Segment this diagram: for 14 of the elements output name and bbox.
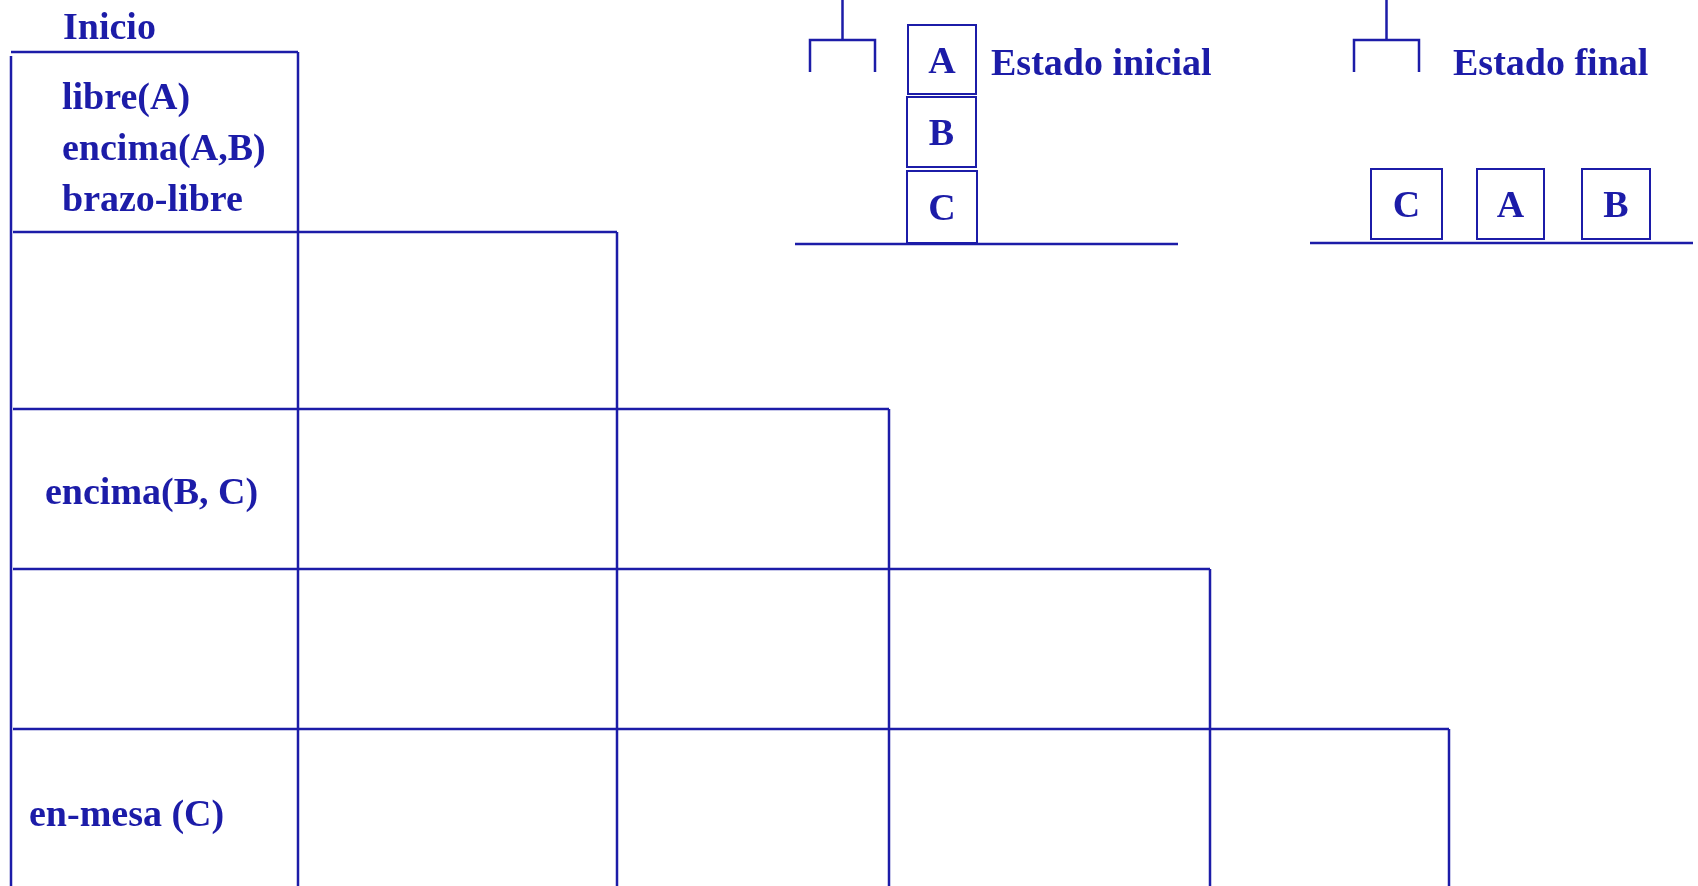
block-box: B xyxy=(1581,168,1651,240)
table-cell-text: brazo-libre xyxy=(62,176,243,220)
block-box: C xyxy=(906,170,978,244)
state-title: Estado inicial xyxy=(991,40,1212,84)
block-box: B xyxy=(906,96,977,168)
table-cell-text: en-mesa (C) xyxy=(29,791,225,835)
column-heading: Inicio xyxy=(63,4,156,48)
table-cell-text: encima(B, C) xyxy=(45,469,259,513)
block-box: C xyxy=(1370,168,1443,240)
block-box: A xyxy=(907,24,977,95)
block-box: A xyxy=(1476,168,1545,240)
state-title: Estado final xyxy=(1453,40,1649,84)
table-cell-text: encima(A,B) xyxy=(62,125,266,169)
table-cell-text: libre(A) xyxy=(62,74,191,118)
